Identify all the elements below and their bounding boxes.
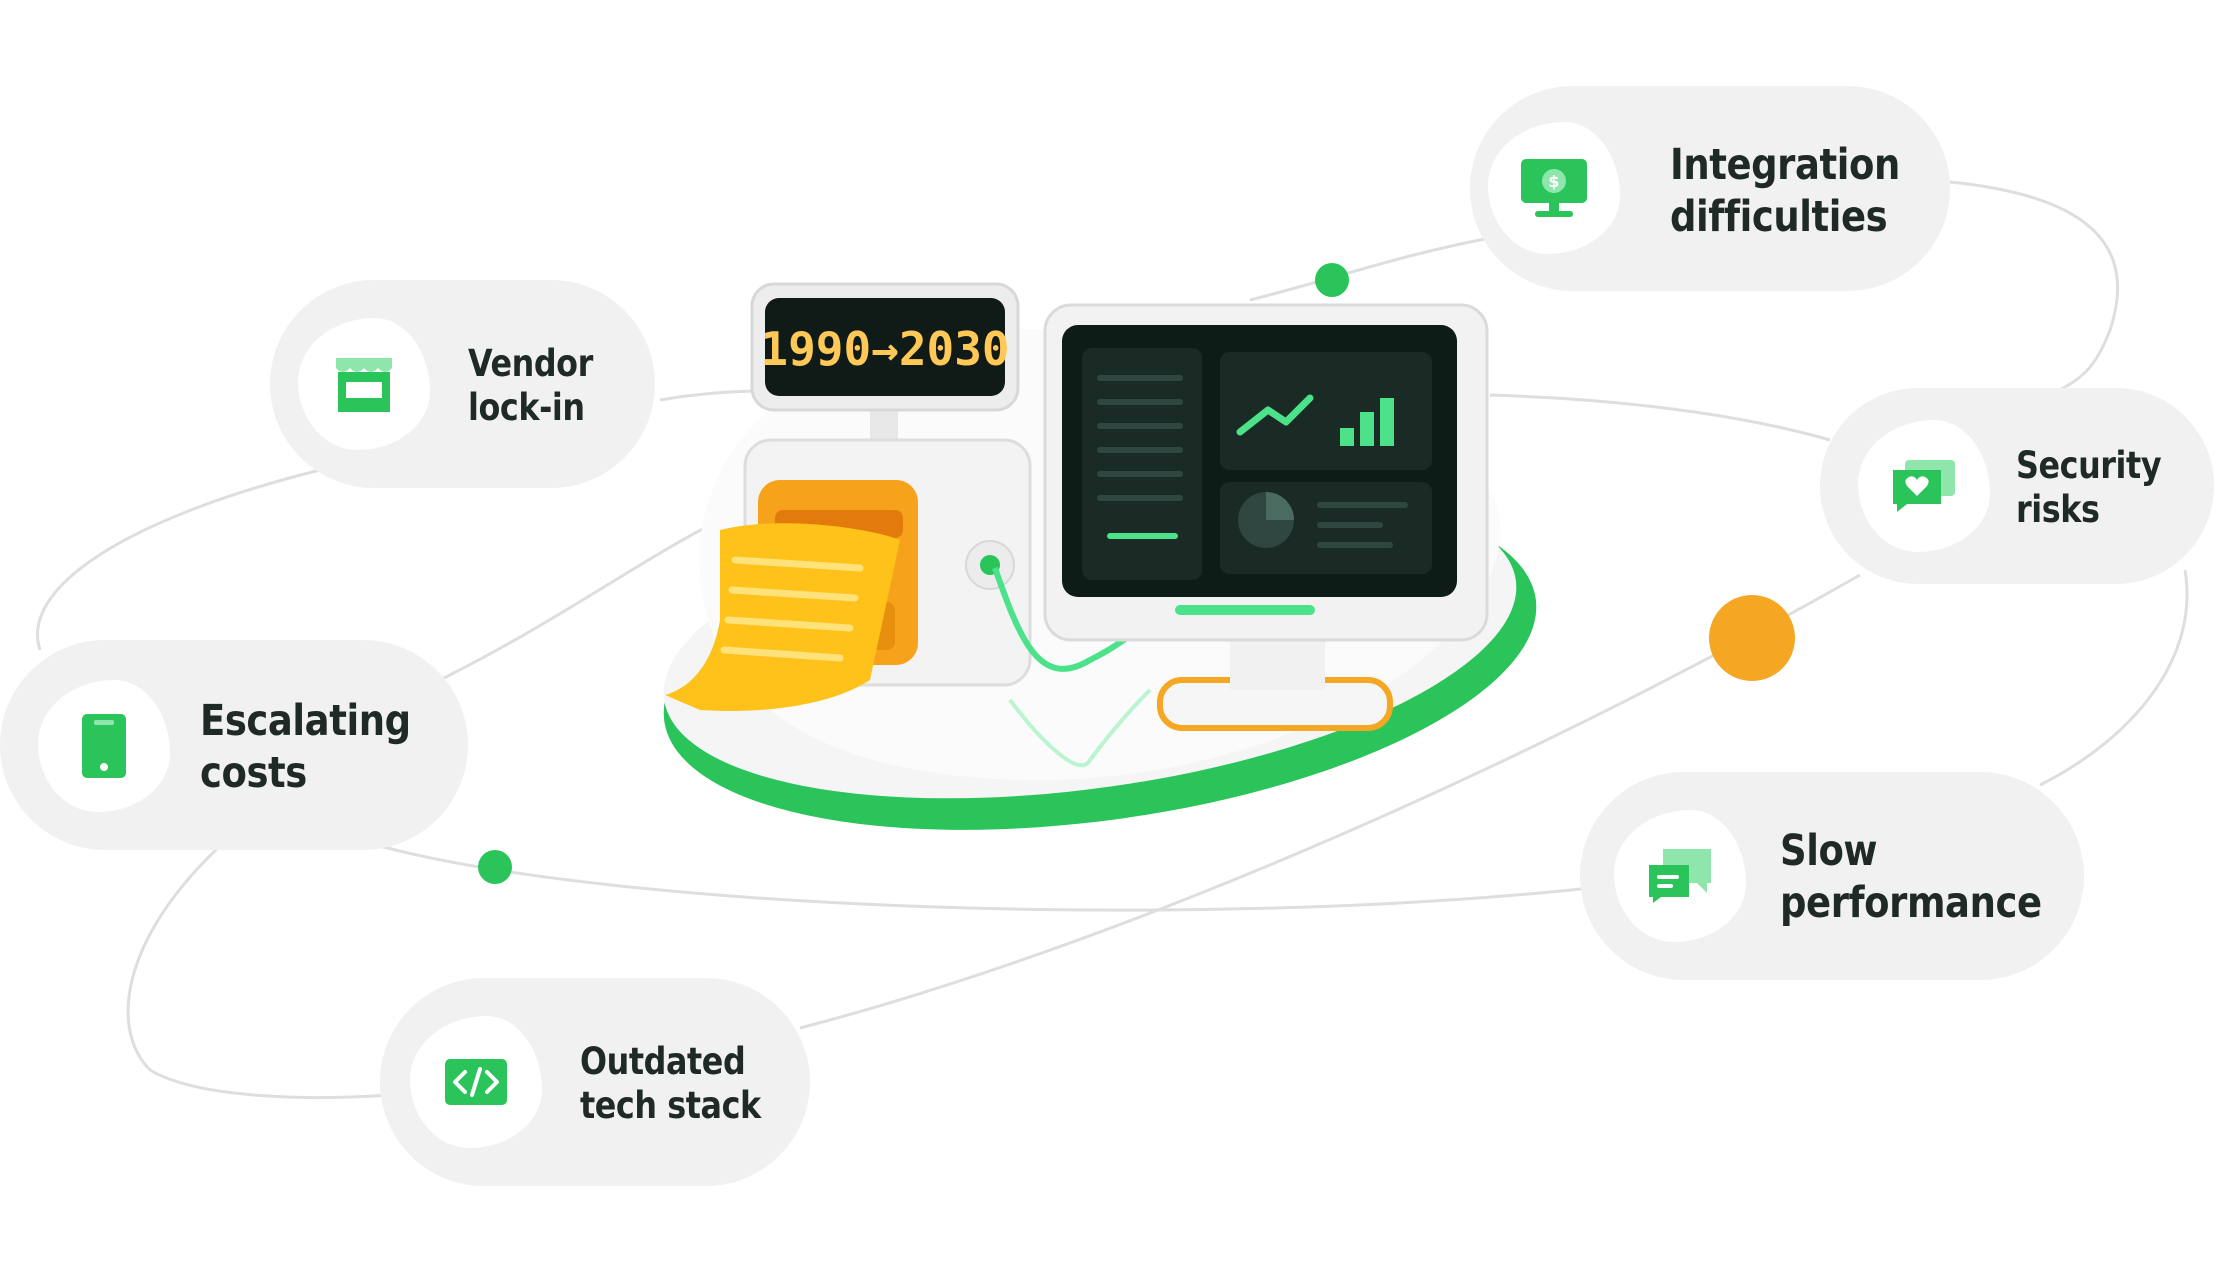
- issue-label-line2: difficulties: [1670, 191, 1888, 242]
- issue-label-line1: Security: [2016, 444, 2162, 487]
- icon-badge: [1614, 810, 1746, 942]
- icon-badge: [410, 1016, 542, 1148]
- screen-sidebar-panel: [1082, 348, 1202, 580]
- connector-dot-orange: [1709, 595, 1795, 681]
- issue-label-line2: costs: [200, 747, 307, 798]
- connector-curve: [799, 573, 1861, 1030]
- icon-badge: [298, 318, 430, 450]
- issue-label-line2: tech stack: [580, 1084, 761, 1128]
- issue-pill-slow-performance: Slow performance: [1580, 772, 2084, 980]
- connector-curve: [439, 518, 721, 682]
- issue-pill-outdated-tech-stack: Outdated tech stack: [380, 978, 810, 1186]
- issue-pill-escalating-costs: Escalating costs: [0, 640, 468, 850]
- svg-text:$: $: [1548, 172, 1559, 191]
- issue-label: Escalating costs: [200, 696, 411, 799]
- issue-label: Vendor lock-in: [468, 342, 593, 431]
- chat-bubbles-icon: [1649, 849, 1711, 903]
- issue-label-line2: risks: [2016, 488, 2100, 532]
- issue-label: Security risks: [2016, 444, 2162, 533]
- connector-curve: [379, 844, 1591, 912]
- issue-label-line1: Vendor: [468, 342, 593, 385]
- issue-label-line1: Slow: [1780, 826, 1878, 876]
- trend-line-icon: [1236, 394, 1314, 436]
- glowing-cable-reflection: [1008, 688, 1152, 768]
- legacy-system-illustration: [663, 282, 1537, 830]
- smartphone-icon: [82, 714, 126, 778]
- connector-curve: [1489, 393, 1831, 442]
- issue-label: Slow performance: [1780, 826, 2042, 929]
- issue-label: Outdated tech stack: [580, 1040, 761, 1129]
- storefront-icon: [336, 358, 392, 412]
- issue-label-line1: Outdated: [580, 1040, 746, 1083]
- connector-curve: [1249, 236, 1491, 302]
- screen-chart-panel: [1220, 352, 1432, 470]
- sign-year-text: 1990→2030: [760, 322, 1009, 376]
- connector-curve: [36, 468, 321, 651]
- connector-curve: [2039, 569, 2189, 787]
- issue-pill-security-risks: Security risks: [1820, 388, 2214, 584]
- bar-chart-icon: [1340, 398, 1394, 446]
- issue-label-line1: Integration: [1670, 140, 1900, 190]
- monitor-light-bar: [1175, 605, 1315, 615]
- monitor-dollar-icon: $: [1521, 159, 1587, 217]
- connector-dot-green: [478, 850, 512, 884]
- code-icon: [445, 1059, 507, 1105]
- icon-badge: $: [1488, 122, 1620, 254]
- sign-screen: [765, 298, 1005, 396]
- chat-heart-icon: [1893, 460, 1955, 512]
- issue-label-line1: Escalating: [200, 696, 411, 746]
- icon-badge: [38, 680, 170, 812]
- icon-badge: [1858, 420, 1990, 552]
- connector-dot-green: [1315, 263, 1349, 297]
- issue-label: Integration difficulties: [1670, 140, 1900, 243]
- issue-label-line2: performance: [1780, 877, 2042, 928]
- issue-label-line2: lock-in: [468, 386, 585, 430]
- connector-curve: [1949, 180, 2120, 397]
- issue-pill-integration: $ Integration difficulties: [1470, 86, 1950, 291]
- connector-curve: [126, 844, 391, 1099]
- issue-pill-vendor-lock-in: Vendor lock-in: [270, 280, 655, 488]
